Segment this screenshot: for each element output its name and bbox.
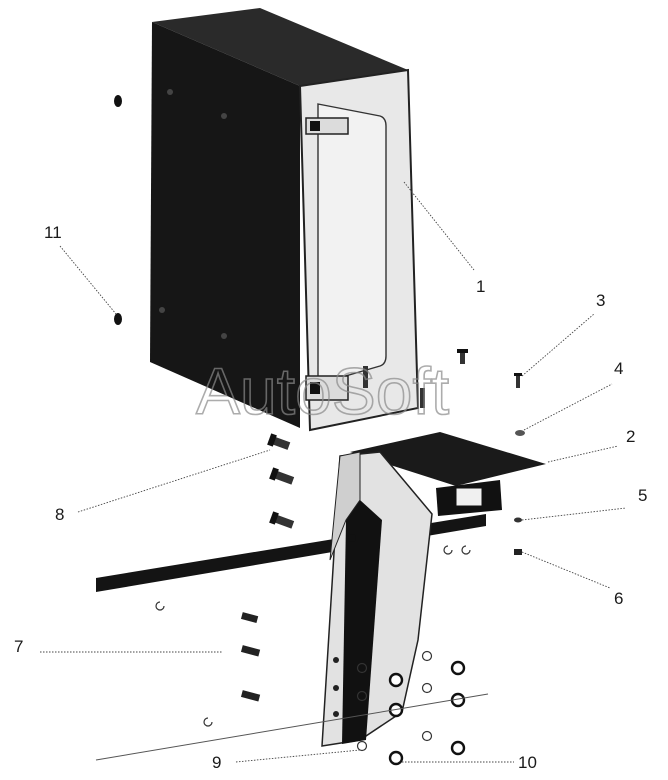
box-latch-top xyxy=(305,117,349,135)
rivets-part-11 xyxy=(114,95,122,325)
washer-part-4 xyxy=(515,430,525,436)
rivet xyxy=(114,95,122,107)
callout-5: 5 xyxy=(638,486,647,505)
bolt-part-3 xyxy=(363,349,522,408)
callout-6: 6 xyxy=(614,589,623,608)
callout-7: 7 xyxy=(14,637,23,656)
box-hole xyxy=(159,307,165,313)
callout-10: 10 xyxy=(518,753,537,772)
box-lid-panel xyxy=(317,103,387,385)
bracket-hole xyxy=(348,534,356,542)
box-latch-bottom xyxy=(305,375,349,401)
bracket-hole xyxy=(333,685,339,691)
box-side-face xyxy=(150,22,300,428)
box-hole xyxy=(221,333,227,339)
bracket-top-plate xyxy=(350,432,546,486)
box-hole xyxy=(221,113,227,119)
nuts-part-10 xyxy=(388,660,466,766)
bracket-hole xyxy=(333,657,339,663)
box-top-face xyxy=(152,8,408,86)
box-hole xyxy=(167,89,173,95)
callout-4: 4 xyxy=(614,359,623,378)
rivet xyxy=(114,313,122,325)
studs-part-7 xyxy=(240,612,261,702)
callout-2: 2 xyxy=(626,427,635,446)
bracket-plate-edge xyxy=(342,500,382,744)
callout-1: 1 xyxy=(476,277,485,296)
bolt-part-6 xyxy=(514,549,522,555)
leader-lines xyxy=(40,181,627,763)
box-part-1 xyxy=(150,8,420,432)
nut-part-5 xyxy=(514,517,522,523)
bolts-part-8 xyxy=(267,433,295,529)
callout-3: 3 xyxy=(596,291,605,310)
watermark-text: AutoSoft xyxy=(196,354,449,428)
callout-11: 11 xyxy=(44,223,62,242)
washers-part-9 xyxy=(155,545,471,752)
bracket-hole xyxy=(333,711,339,717)
bar-guide-line xyxy=(95,693,489,761)
bracket-part-2 xyxy=(96,432,546,747)
callout-8: 8 xyxy=(55,505,64,524)
callout-9: 9 xyxy=(212,753,221,772)
bracket-plate-side xyxy=(329,451,361,561)
